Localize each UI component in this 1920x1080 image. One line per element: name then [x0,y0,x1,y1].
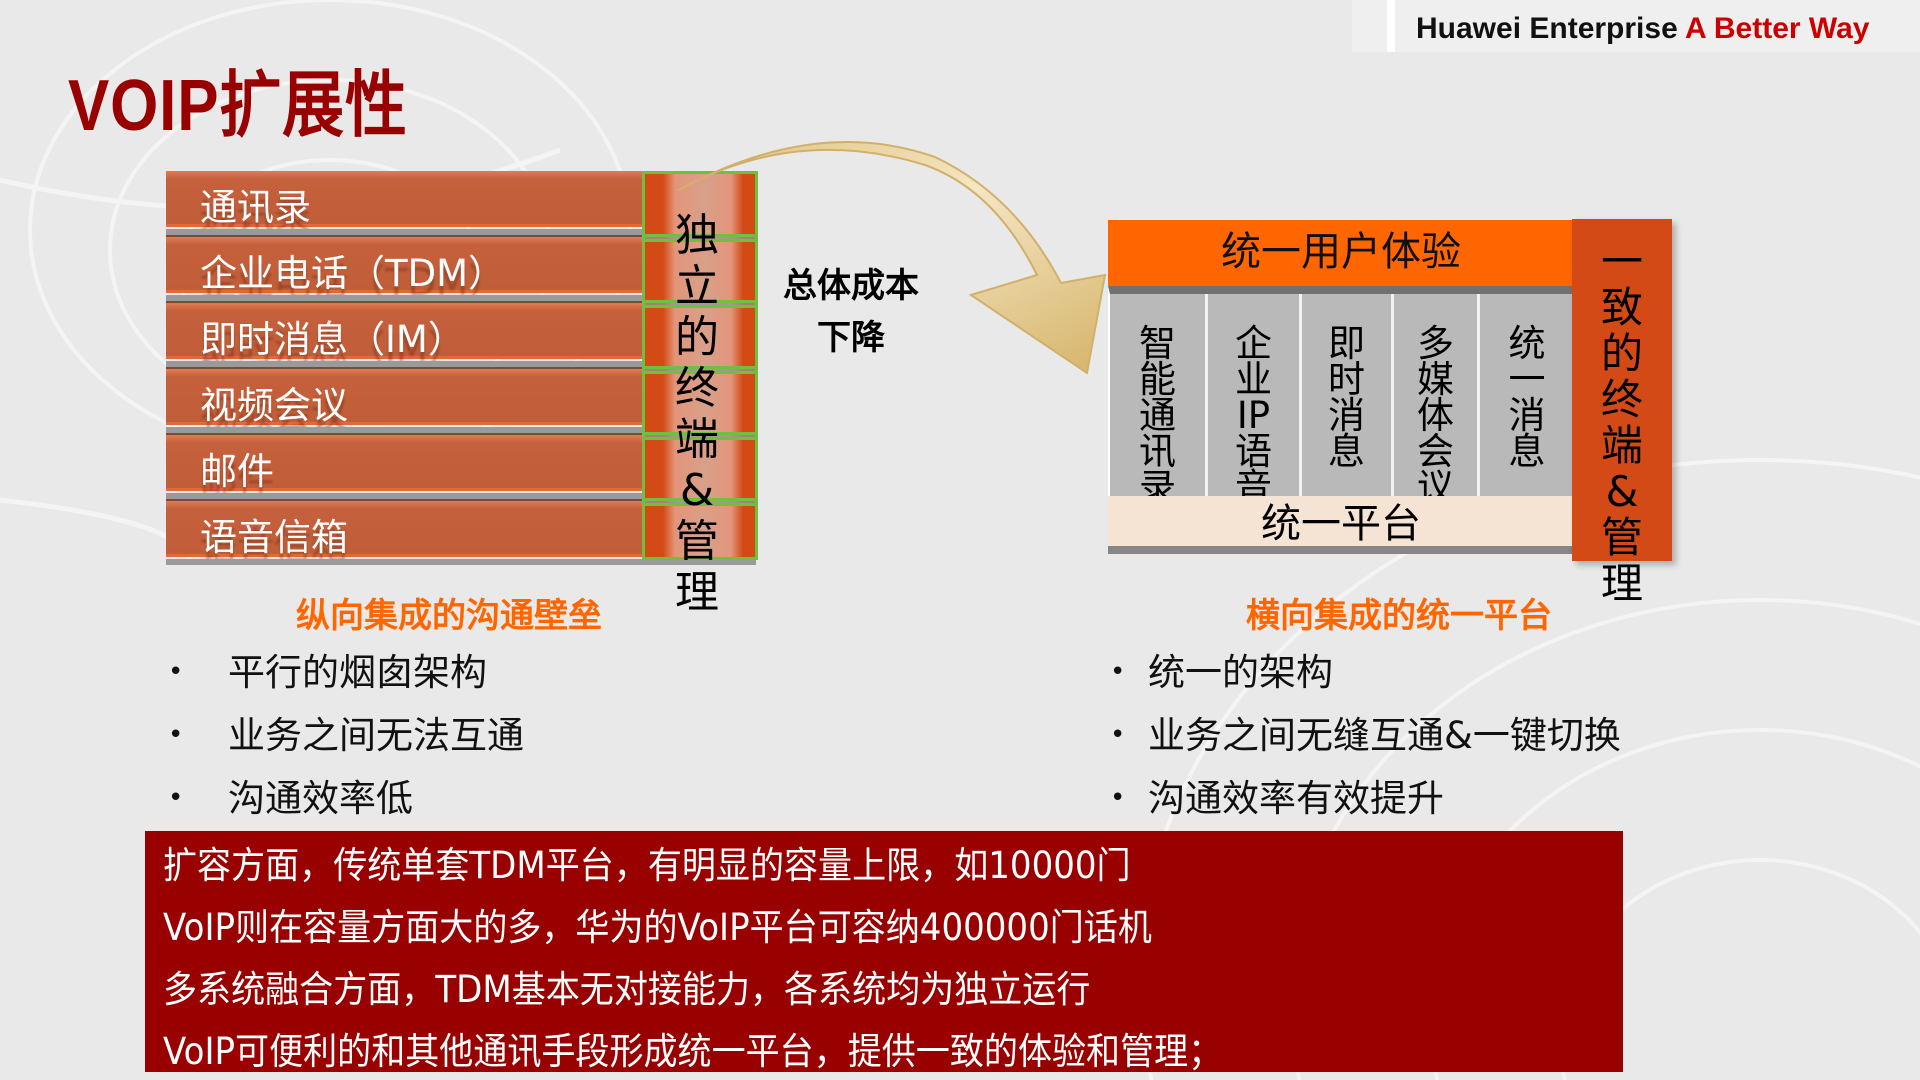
note-line: 多系统融合方面，TDM基本无对接能力，各系统均为独立运行 [163,968,1091,1011]
bullet-dot: • [168,720,184,750]
column-divider [645,366,755,374]
brand-tagline: A Better Way [1685,12,1870,45]
bullet-item: •沟通效率低 [168,767,524,830]
cost-reduction-label: 总体成本下降 [783,266,919,358]
row-divider [166,229,756,237]
bullet-dot: • [1110,720,1126,750]
independent-terminal-label: 独立的终端&管理 [675,210,719,618]
bullet-dot: • [1110,783,1126,813]
row-divider [166,559,756,565]
brand-name: Huawei Enterprise [1416,12,1678,45]
consistent-terminal-label: 一致的终端&管理 [1600,237,1643,608]
silo-row-label: 企业电话（TDM） [200,252,506,295]
silo-row-label: 通讯录 [200,186,311,229]
independent-terminal-column [642,171,758,560]
bullet-dot: • [1110,657,1126,687]
service-columns: 智能通讯录 企业IP语音 即时消息 多媒体会议 统一消息 [1108,286,1574,496]
bullet-item: •业务之间无缝互通&一键切换 [1110,704,1621,767]
note-line: VoIP可便利的和其他通讯手段形成统一平台，提供一致的体验和管理； [163,1030,1223,1073]
silo-row: 语音信箱 [166,501,749,559]
note-line: VoIP则在容量方面大的多，华为的VoIP平台可容纳400000门话机 [163,906,1152,949]
unified-platform-bar: 统一平台 [1108,496,1574,554]
silo-row-label: 邮件 [200,450,274,493]
note-line: 扩容方面，传统单套TDM平台，有明显的容量上限，如10000门 [163,844,1131,887]
silo-row-label: 即时消息（IM） [200,318,465,361]
cost-reduction-arrow-icon [676,141,1107,375]
right-bullet-list: •统一的架构 •业务之间无缝互通&一键切换 •沟通效率有效提升 [1110,641,1621,830]
row-divider [166,493,756,501]
silo-row: 即时消息（IM） [166,303,752,361]
silo-row: 企业电话（TDM） [166,237,750,295]
service-column: 多媒体会议 [1394,294,1480,496]
bullet-item: •业务之间无法互通 [168,704,524,767]
brand-logo-text: Huawei Enterprise A Better Way [1416,12,1869,46]
unified-user-experience-bar: 统一用户体验 [1108,220,1574,286]
consistent-terminal-column: 一致的终端&管理 [1572,219,1672,607]
silo-row: 通讯录 [166,171,644,229]
bullet-dot: • [168,783,184,813]
column-divider [645,432,755,440]
column-divider [645,498,755,506]
brand-separator [1387,0,1395,52]
bullet-item: •平行的烟囱架构 [168,641,524,704]
row-divider [166,427,756,435]
silo-row-label: 视频会议 [200,384,348,427]
service-column: 企业IP语音 [1208,294,1302,496]
column-divider [645,300,755,308]
row-divider [166,361,756,369]
service-column: 统一消息 [1508,322,1546,473]
silo-row: 视频会议 [166,369,746,427]
bullet-item: •统一的架构 [1110,641,1621,704]
left-bullet-list: •平行的烟囱架构 •业务之间无法互通 •沟通效率低 [168,641,524,830]
summary-note-box: 扩容方面，传统单套TDM平台，有明显的容量上限，如10000门 VoIP则在容量… [145,831,1623,1073]
bullet-item: •沟通效率有效提升 [1110,767,1621,830]
silo-row-label: 语音信箱 [200,516,348,559]
left-caption: 纵向集成的沟通壁垒 [296,596,602,636]
column-divider [645,234,755,242]
service-column: 智能通讯录 [1110,294,1208,496]
bullet-dot: • [168,657,184,687]
row-divider [166,295,756,303]
brand-strip [1352,0,1920,52]
service-column: 即时消息 [1302,294,1394,496]
right-caption: 横向集成的统一平台 [1246,596,1552,636]
slide-title: VOIP扩展性 [68,66,408,146]
silo-stack: 通讯录 企业电话（TDM） 即时消息（IM） 视频会议 邮件 [166,171,758,565]
silo-row: 邮件 [166,435,738,493]
